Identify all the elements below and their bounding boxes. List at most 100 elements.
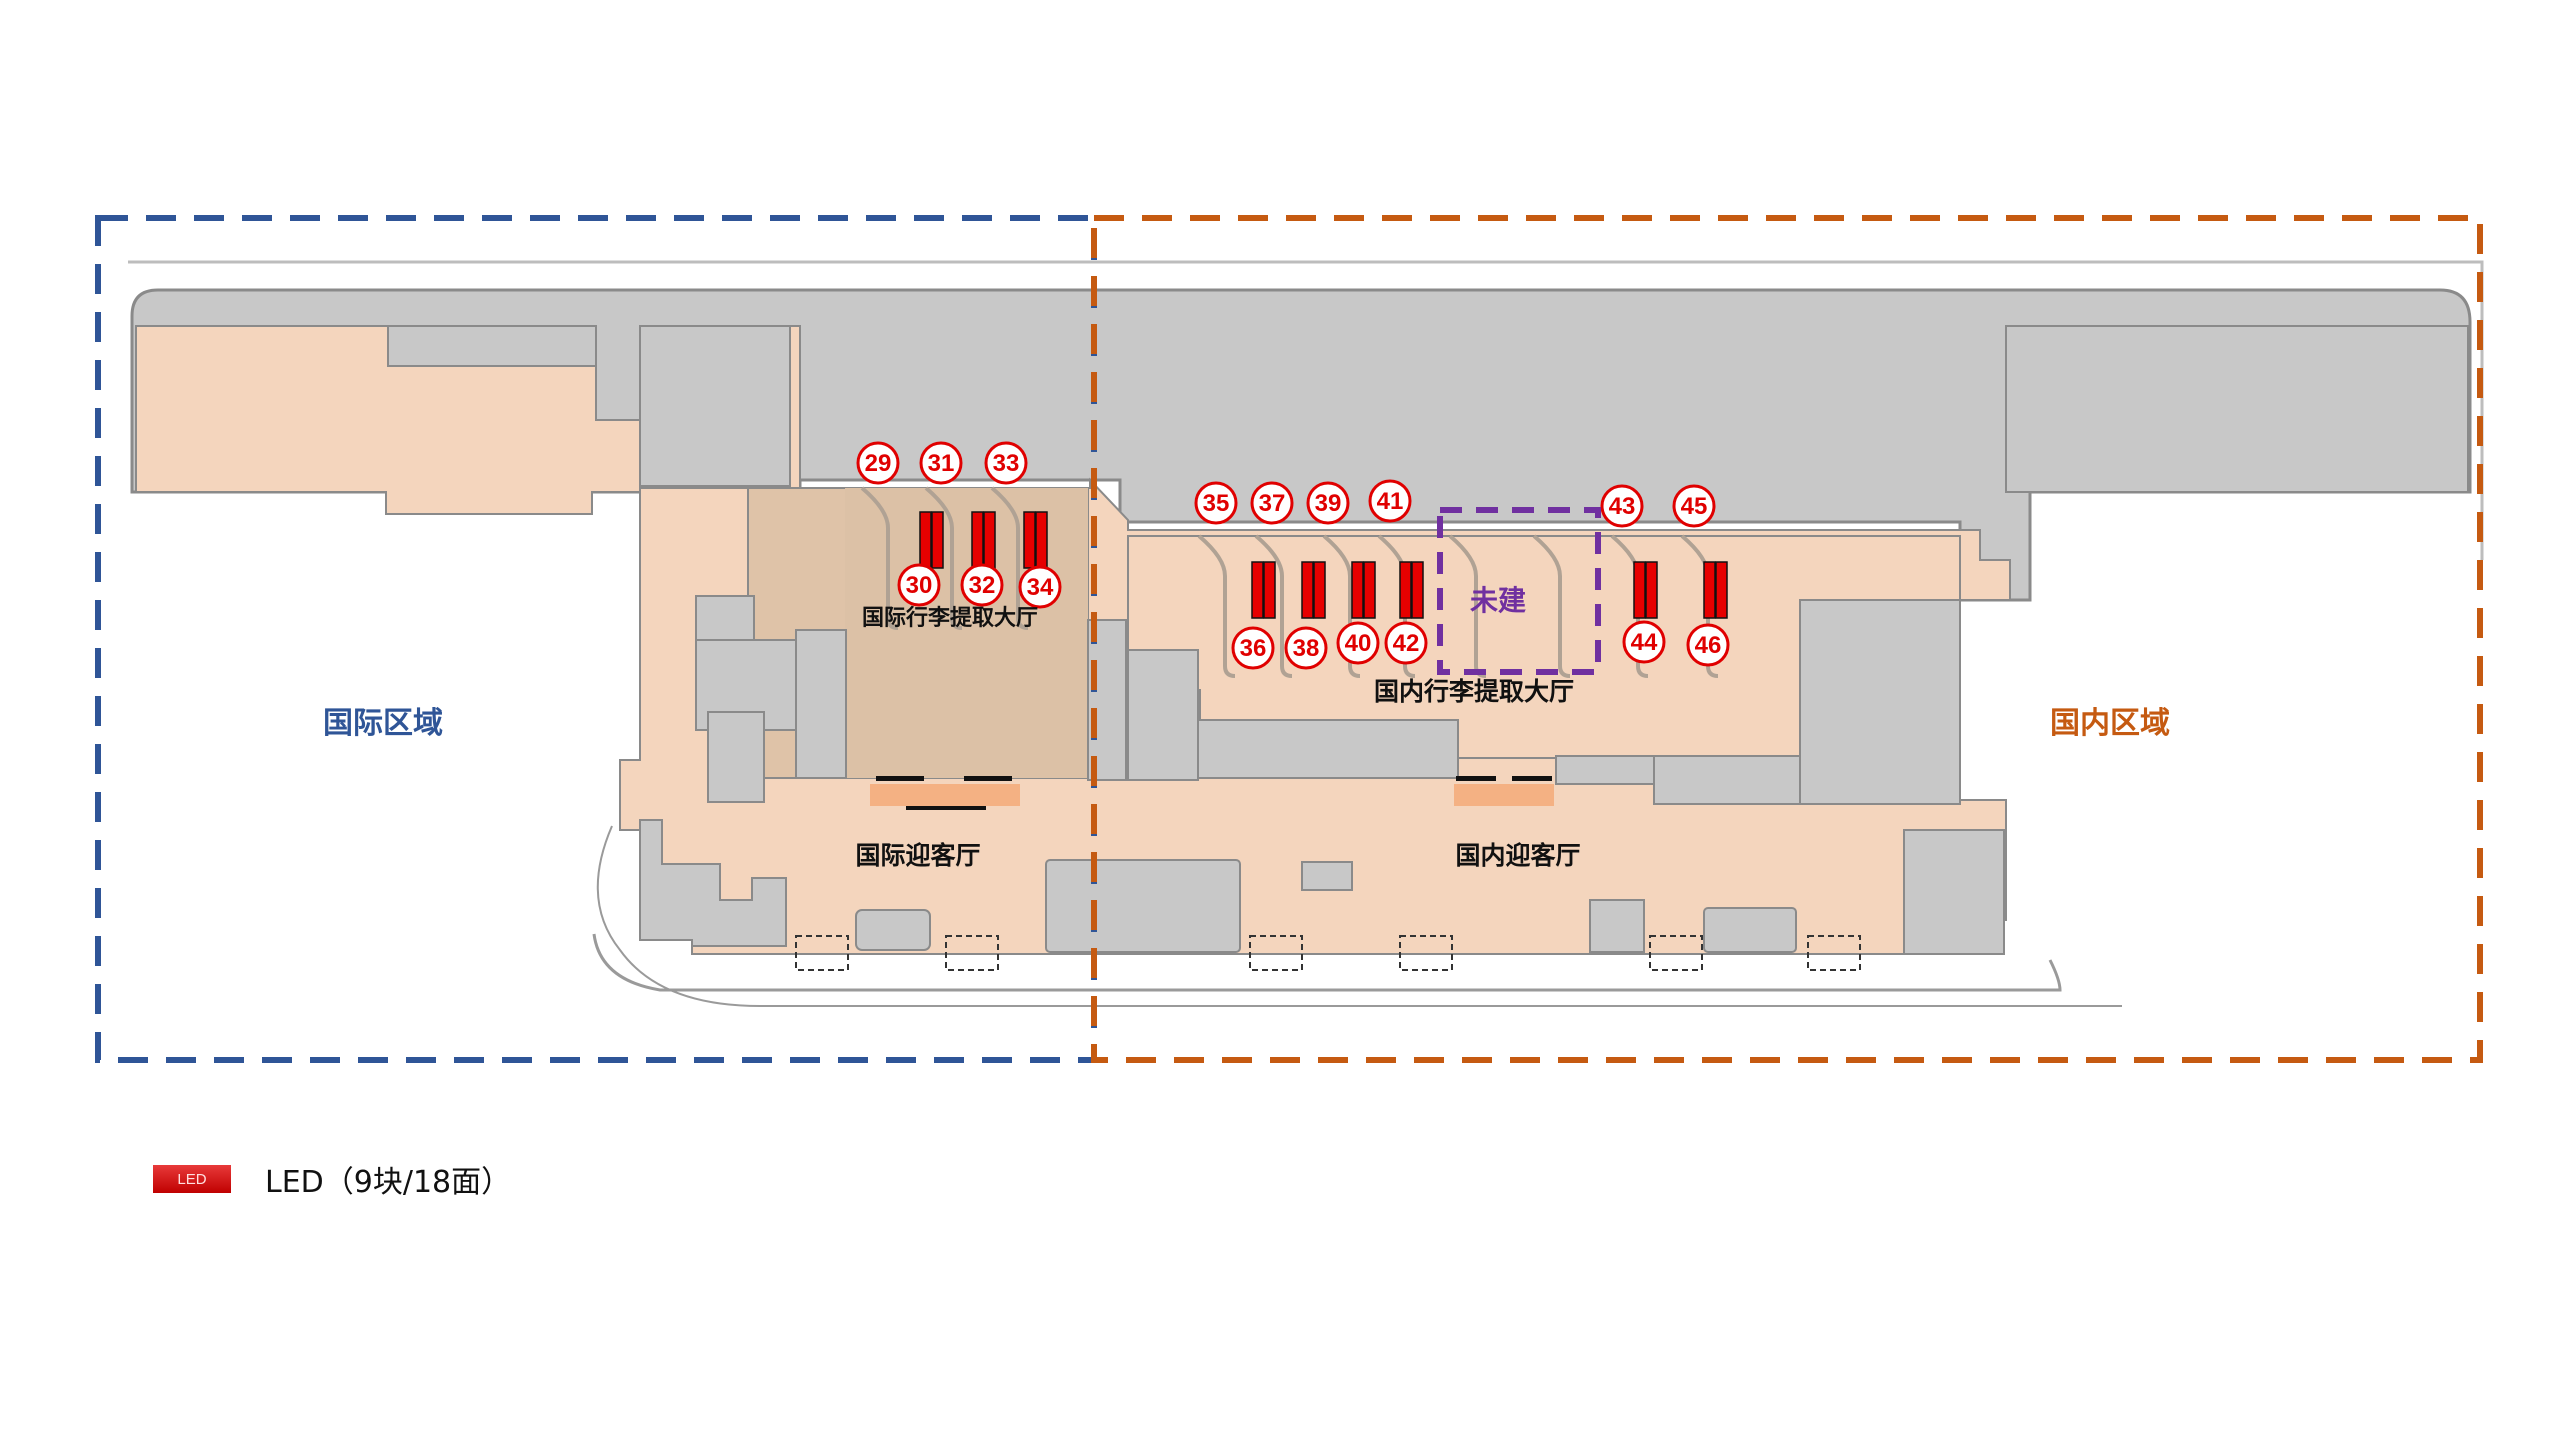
- marker-36: 36: [1231, 626, 1275, 670]
- gray-block: [639, 325, 791, 487]
- domestic-zone-border: [1091, 215, 2483, 1063]
- led-screen: [1023, 511, 1036, 569]
- marker-32: 32: [960, 563, 1004, 607]
- led-screen: [1035, 511, 1048, 569]
- marker-44: 44: [1622, 620, 1666, 664]
- legend-led-swatch: LED: [153, 1165, 231, 1193]
- marker-42: 42: [1384, 621, 1428, 665]
- marker-37: 37: [1250, 481, 1294, 525]
- gray-block: [639, 819, 787, 947]
- led-screen: [1411, 561, 1424, 619]
- marker-number: 40: [1345, 630, 1372, 657]
- led-screens: [919, 511, 1728, 619]
- gray-block: [1653, 755, 1801, 805]
- led-screen: [1645, 561, 1658, 619]
- door-bar: [906, 806, 986, 810]
- carousel-loop: [1680, 534, 1719, 678]
- baggage-carousels: [860, 486, 1719, 678]
- international-zone-label: 国际区域: [323, 706, 443, 741]
- marker-number: 38: [1293, 635, 1320, 662]
- marker-number: 35: [1203, 490, 1230, 517]
- marker-34: 34: [1018, 565, 1062, 609]
- gray-block: [707, 711, 765, 803]
- domestic-zone-label: 国内区域: [2050, 706, 2170, 741]
- carousel-loop: [1532, 534, 1571, 678]
- marker-31: 31: [919, 441, 963, 485]
- carousel-loop: [990, 486, 1029, 630]
- gray-block: [2005, 325, 2469, 493]
- led-screen: [1263, 561, 1276, 619]
- marker-38: 38: [1284, 626, 1328, 670]
- road-curve: [596, 825, 2122, 1007]
- led-screen: [1715, 561, 1728, 619]
- site-boundary-line: [128, 260, 2484, 560]
- dom-arrival-hall-label: 国内迎客厅: [1455, 841, 1580, 870]
- led-screen: [1399, 561, 1412, 619]
- marker-46: 46: [1686, 623, 1730, 667]
- door-bar: [876, 776, 924, 781]
- intl-arrival-hall-label: 国际迎客厅: [855, 841, 980, 870]
- unbuilt-label: 未建: [1470, 584, 1526, 617]
- gray-block: [1127, 649, 1199, 781]
- led-markers: 29 30 31 32 33 34 35 36 37 38 39 40 41 42 43 44 45 46: [856, 441, 1730, 670]
- carousel-loop: [1254, 534, 1293, 678]
- marker-number: 30: [906, 572, 933, 599]
- gray-block: [1045, 859, 1241, 953]
- gray-block: [1197, 719, 1459, 779]
- marker-30: 30: [897, 563, 941, 607]
- road-curve: [592, 933, 2062, 992]
- legend: LED LED（9块/18面）: [153, 1157, 511, 1201]
- marker-number: 45: [1681, 493, 1708, 520]
- intl-baggage-claim-zone: [845, 488, 1088, 778]
- marker-number: 33: [993, 450, 1020, 477]
- marker-39: 39: [1306, 481, 1350, 525]
- carousel-loop: [860, 486, 899, 630]
- door-bar: [964, 776, 1012, 781]
- door-bar: [1456, 776, 1496, 781]
- led-screen: [971, 511, 984, 569]
- intl-baggage-hall-label: 国际行李提取大厅: [862, 605, 1038, 631]
- marker-number: 39: [1315, 490, 1342, 517]
- unbuilt-area-border: [1437, 507, 1601, 675]
- led-screen: [1313, 561, 1326, 619]
- carousel-loop: [1610, 534, 1649, 678]
- door-bar: [1512, 776, 1552, 781]
- gray-block: [387, 325, 597, 367]
- entrance-markers: [795, 935, 1861, 971]
- marker-number: 37: [1259, 490, 1286, 517]
- marker-33: 33: [984, 441, 1028, 485]
- led-screen: [1351, 561, 1364, 619]
- marker-29: 29: [856, 441, 900, 485]
- marker-35: 35: [1194, 481, 1238, 525]
- legend-led-label: LED（9块/18面）: [265, 1165, 512, 1200]
- carousel-loop: [1197, 534, 1236, 678]
- led-screen: [983, 511, 996, 569]
- marker-number: 41: [1377, 488, 1404, 515]
- gray-block: [795, 629, 847, 779]
- gray-block: [855, 909, 931, 951]
- intl-exit-door: [870, 784, 1020, 806]
- marker-number: 31: [928, 450, 955, 477]
- marker-43: 43: [1600, 484, 1644, 528]
- marker-number: 32: [969, 572, 996, 599]
- marker-40: 40: [1336, 621, 1380, 665]
- led-screen: [1301, 561, 1314, 619]
- carousel-loop: [924, 486, 963, 630]
- marker-number: 46: [1695, 632, 1722, 659]
- led-screen: [1251, 561, 1264, 619]
- gray-block: [1589, 899, 1645, 953]
- marker-number: 42: [1393, 630, 1420, 657]
- marker-45: 45: [1672, 484, 1716, 528]
- gray-block: [1087, 619, 1127, 781]
- gray-block: [1799, 599, 1961, 805]
- led-screen: [931, 511, 944, 569]
- marker-41: 41: [1368, 479, 1412, 523]
- dom-baggage-hall-label: 国内行李提取大厅: [1374, 677, 1574, 706]
- gray-block: [1301, 861, 1353, 891]
- gray-block: [1903, 829, 2005, 955]
- marker-number: 34: [1027, 574, 1054, 601]
- marker-number: 44: [1631, 629, 1658, 656]
- dom-exit-door: [1454, 784, 1554, 806]
- marker-number: 36: [1240, 635, 1267, 662]
